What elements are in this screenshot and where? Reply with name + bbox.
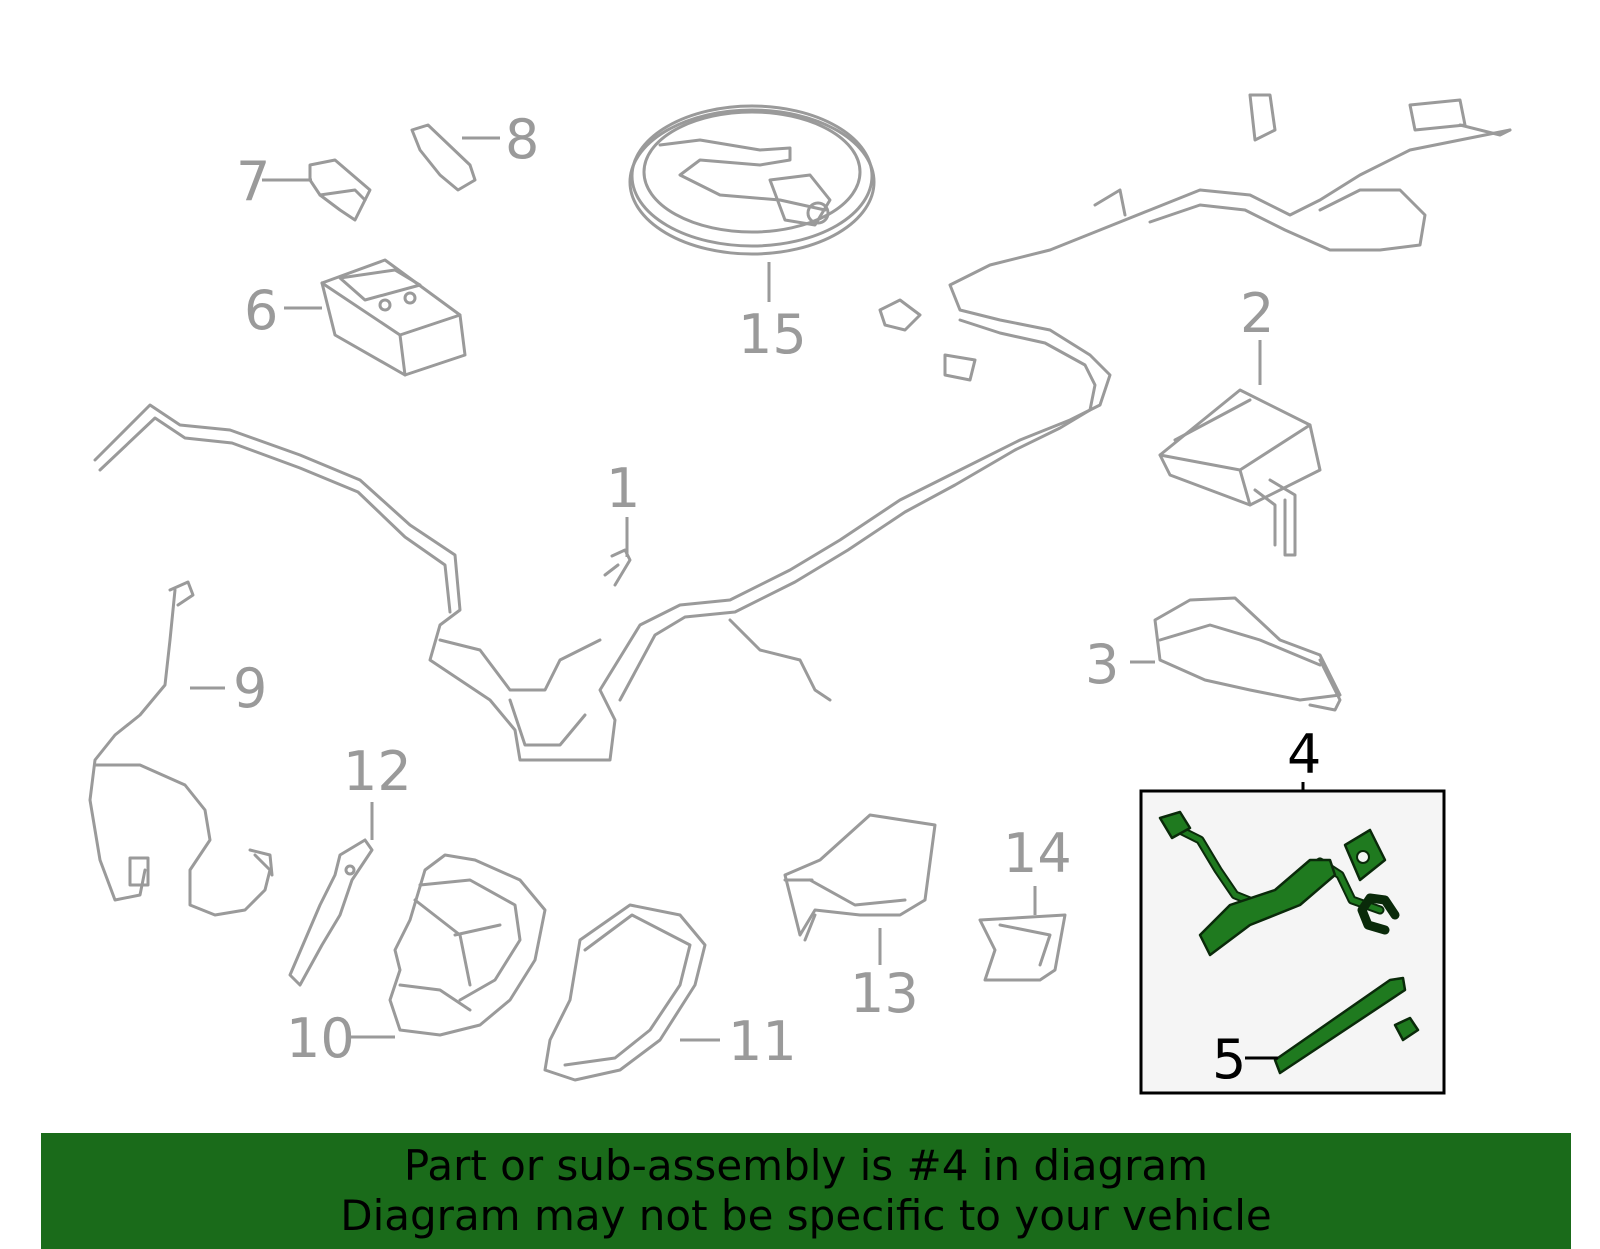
part-8-clip[interactable] [410,123,477,192]
callout-5: 5 [1212,1028,1246,1091]
callout-8: 8 [505,108,539,171]
part-3-bracket[interactable] [1153,596,1342,712]
part-7-clip[interactable] [308,158,372,222]
banner-line-2: Diagram may not be specific to your vehi… [340,1191,1272,1240]
callout-labels: 1 2 3 4 5 6 7 8 9 10 11 12 13 14 15 [233,108,1321,1091]
callout-15: 15 [738,303,807,366]
callout-7: 7 [236,150,270,213]
part-6-module[interactable] [320,258,467,377]
part-4-highlight-box [1139,789,1446,1095]
callout-6: 6 [244,279,278,342]
part-14-bracket[interactable] [978,913,1067,982]
part-1-main-harness[interactable] [93,93,1512,762]
callout-11: 11 [728,1010,797,1073]
part-9-harness[interactable] [88,580,274,917]
part-12-strip[interactable] [288,838,374,987]
info-banner: Part or sub-assembly is #4 in diagram Di… [41,1133,1571,1249]
part-2-module[interactable] [1158,388,1322,557]
banner-line-1: Part or sub-assembly is #4 in diagram [403,1141,1209,1190]
callout-14: 14 [1003,822,1072,885]
part-11-cover[interactable] [543,903,707,1082]
callout-4: 4 [1287,723,1321,786]
callout-9: 9 [233,657,267,720]
part-5-highlighted-strip[interactable] [1273,976,1420,1075]
part-4-highlighted-harness[interactable] [1158,810,1400,957]
callout-2: 2 [1240,282,1274,345]
callout-3: 3 [1085,633,1119,696]
part-15-cable-set[interactable] [628,104,876,256]
callout-12: 12 [343,740,412,803]
callout-13: 13 [850,962,919,1025]
callout-10: 10 [286,1007,355,1070]
part-13-bracket[interactable] [783,813,937,942]
callout-arrows [190,136,1305,1060]
callout-1: 1 [606,457,640,520]
part-10-fuse-box[interactable] [388,853,547,1037]
